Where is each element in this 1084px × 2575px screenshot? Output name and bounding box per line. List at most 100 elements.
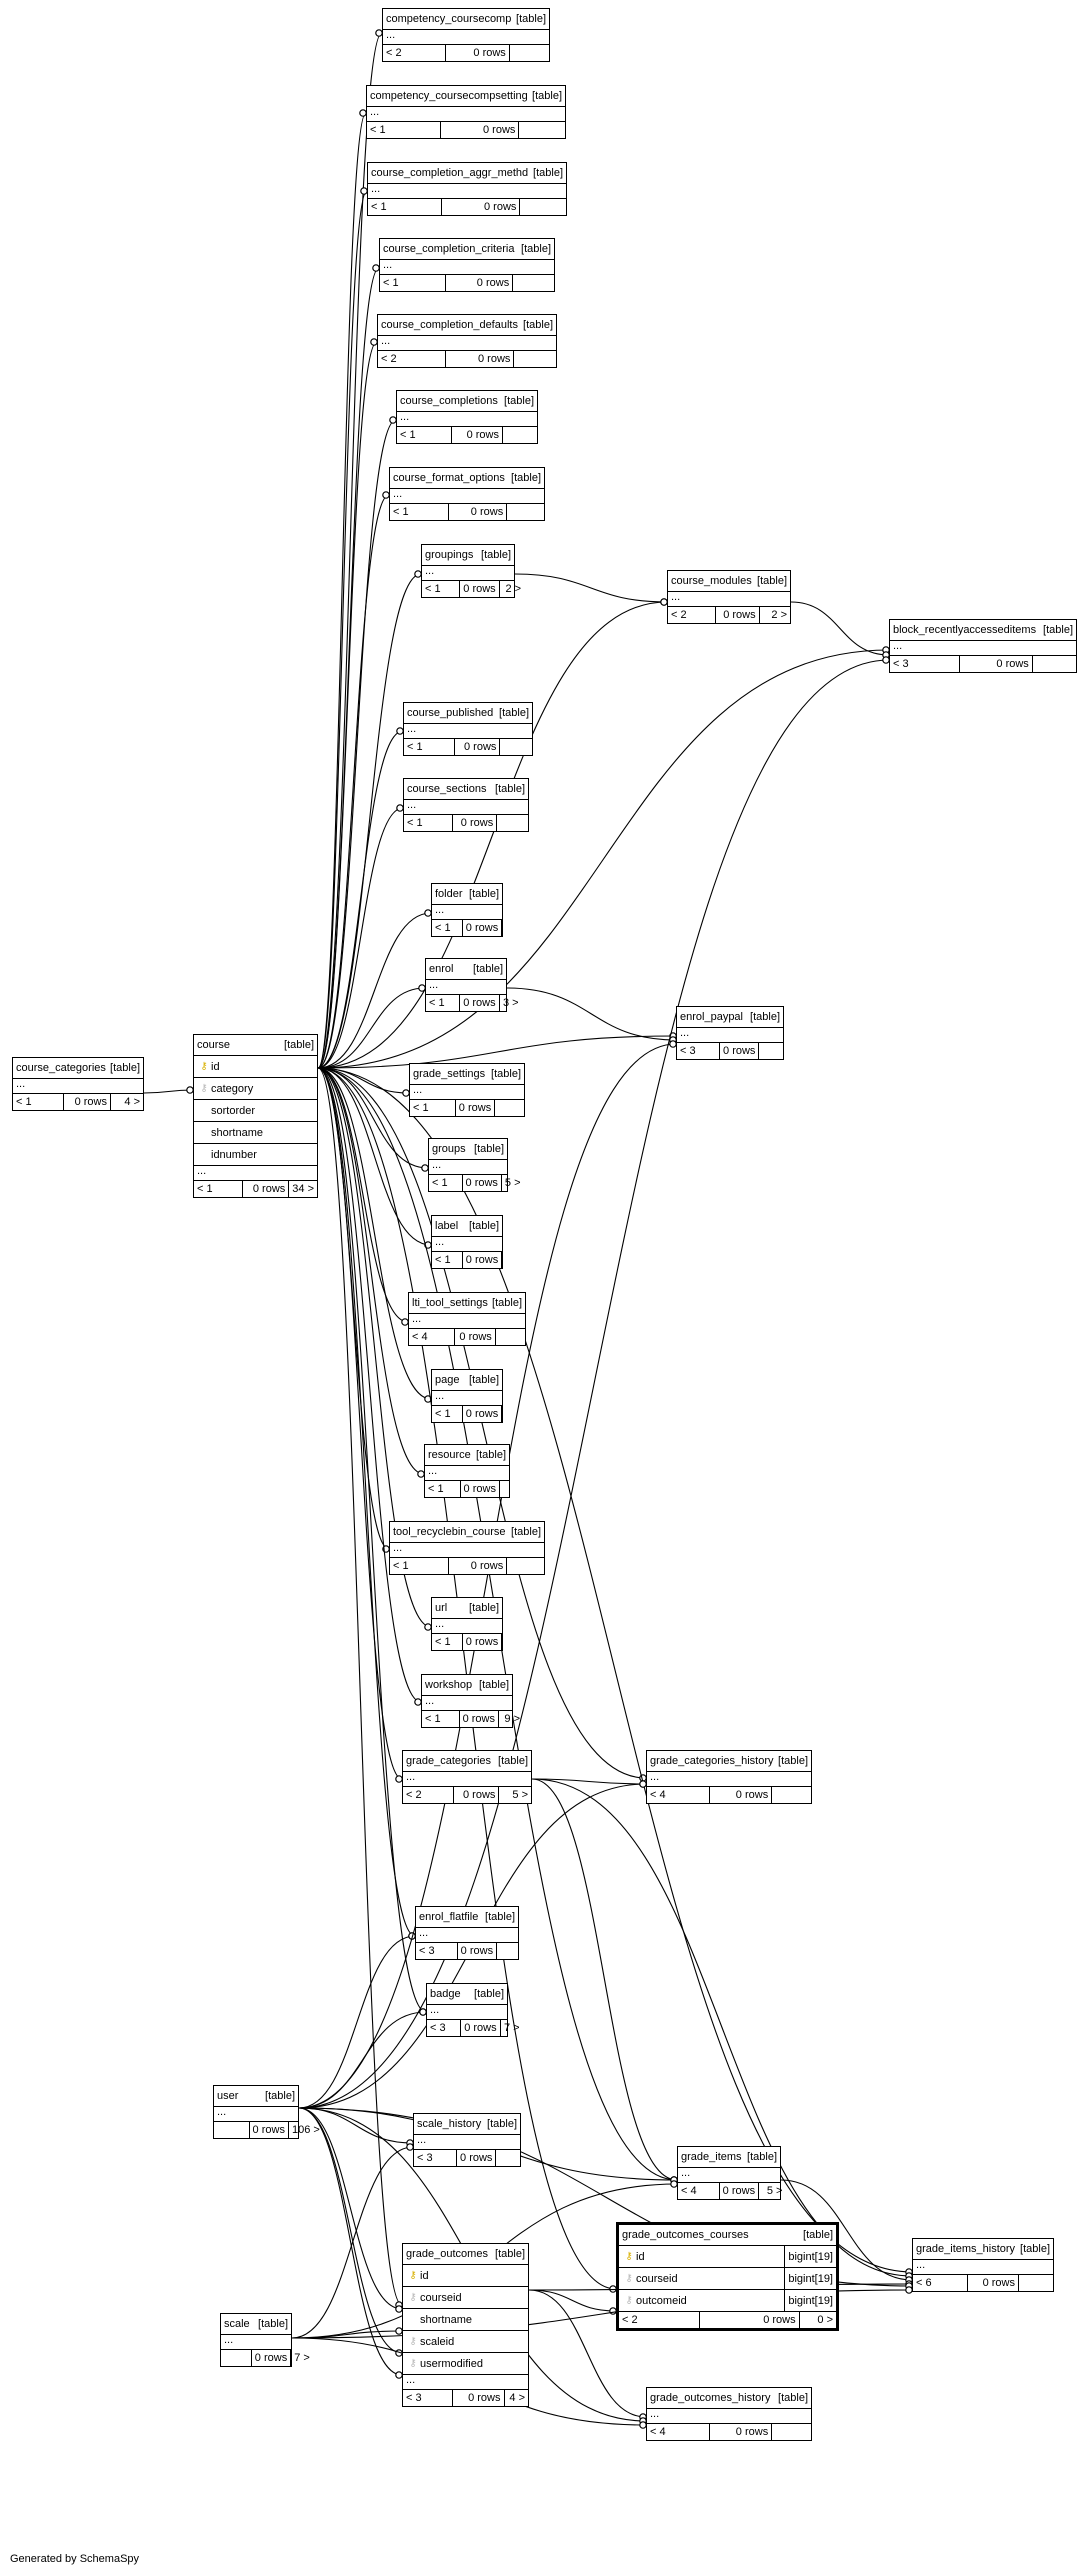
table-name[interactable]: competency_coursecompsetting [370, 90, 528, 102]
children-count[interactable]: 9 > [504, 1713, 520, 1725]
table-header[interactable]: page[table] [432, 1370, 502, 1391]
table-header[interactable]: folder[table] [432, 884, 502, 905]
children-count[interactable]: 7 > [294, 2352, 310, 2364]
parents-count[interactable]: < 1 [432, 1406, 463, 1422]
table-header[interactable]: course_published[table] [404, 703, 532, 724]
table-name[interactable]: scale_history [417, 2118, 482, 2130]
table-name[interactable]: grade_settings [413, 1068, 486, 1080]
table-header[interactable]: badge[table] [427, 1984, 507, 2005]
children-count[interactable]: 2 > [771, 609, 787, 621]
children-count[interactable] [772, 2424, 811, 2440]
children-count[interactable]: 2 > [505, 583, 522, 595]
table-name[interactable]: url [435, 1602, 448, 1614]
table-name[interactable]: enrol_flatfile [419, 1911, 479, 1923]
parents-count[interactable]: < 3 [427, 2020, 462, 2036]
parents-count[interactable]: < 4 [647, 1787, 710, 1803]
children-count[interactable] [759, 1043, 786, 1059]
table-header[interactable]: scale[table] [221, 2314, 291, 2335]
table-name[interactable]: competency_coursecomp [386, 13, 512, 25]
parents-count[interactable]: < 1 [410, 1100, 456, 1116]
table-header[interactable]: course[table] [194, 1035, 317, 1056]
table-name[interactable]: user [217, 2090, 239, 2102]
parents-count[interactable]: < 1 [426, 995, 461, 1011]
children-count[interactable] [507, 1558, 544, 1574]
children-count[interactable] [502, 1252, 522, 1268]
children-count[interactable]: 34 > [292, 1183, 314, 1195]
table-name[interactable]: resource [428, 1449, 471, 1461]
children-count[interactable]: 3 > [502, 997, 519, 1009]
table-name[interactable]: badge [430, 1988, 461, 2000]
table-header[interactable]: user[table] [214, 2086, 298, 2107]
table-name[interactable]: grade_outcomes_courses [622, 2229, 749, 2241]
table-name[interactable]: grade_categories [406, 1755, 492, 1767]
parents-count[interactable]: < 1 [432, 1252, 463, 1268]
parents-count[interactable] [221, 2350, 252, 2366]
children-count[interactable]: 5 > [504, 1177, 521, 1189]
parents-count[interactable]: < 3 [403, 2390, 453, 2406]
parents-count[interactable]: < 1 [13, 1094, 65, 1110]
parents-count[interactable]: < 1 [368, 199, 443, 215]
parents-count[interactable]: < 4 [409, 1329, 456, 1345]
table-competency-coursecompsetting[interactable]: competency_coursecompsetting[table]...< … [366, 85, 566, 139]
parents-count[interactable] [214, 2122, 250, 2138]
table-name[interactable]: scale [224, 2318, 250, 2330]
table-header[interactable]: course_completion_aggr_methd[table] [368, 163, 566, 184]
table-name[interactable]: course_completion_criteria [383, 243, 515, 255]
column-row[interactable]: idnumber [194, 1144, 317, 1166]
table-name[interactable]: course_sections [407, 783, 487, 795]
parents-count[interactable]: < 4 [647, 2424, 710, 2440]
table-name[interactable]: course_completion_aggr_methd [371, 167, 529, 179]
table-name[interactable]: block_recentlyaccesseditems [893, 624, 1037, 636]
table-header[interactable]: workshop[table] [422, 1675, 512, 1696]
table-name[interactable]: course [197, 1039, 231, 1051]
table-name[interactable]: folder [435, 888, 463, 900]
parents-count[interactable]: < 1 [425, 1481, 461, 1497]
children-count[interactable] [502, 1406, 522, 1422]
parents-count[interactable]: < 4 [678, 2183, 720, 2199]
children-count[interactable] [496, 2150, 523, 2166]
table-name[interactable]: groupings [425, 549, 474, 561]
parents-count[interactable]: < 3 [677, 1043, 721, 1059]
column-row[interactable]: ⚷usermodified [403, 2353, 528, 2375]
parents-count[interactable]: < 1 [422, 581, 461, 597]
parents-count[interactable]: < 1 [390, 504, 450, 520]
table-name[interactable]: course_completion_defaults [381, 319, 518, 331]
parents-count[interactable]: < 3 [416, 1943, 458, 1959]
children-count[interactable] [500, 1481, 523, 1497]
table-header[interactable]: competency_coursecompsetting[table] [367, 86, 565, 107]
table-header[interactable]: label[table] [432, 1216, 502, 1237]
column-row[interactable]: sortorder [194, 1100, 317, 1122]
table-header[interactable]: grade_settings[table] [410, 1064, 524, 1085]
table-header[interactable]: course_format_options[table] [390, 468, 544, 489]
column-row[interactable]: ⚷scaleid [403, 2331, 528, 2353]
children-count[interactable] [1019, 2275, 1053, 2291]
column-row[interactable]: ⚷courseid [403, 2287, 528, 2309]
children-count[interactable]: 106 > [291, 2124, 320, 2136]
parents-count[interactable]: < 3 [890, 656, 961, 672]
parents-count[interactable]: < 2 [619, 2312, 700, 2328]
table-name[interactable]: course_published [407, 707, 494, 719]
children-count[interactable]: 4 > [124, 1096, 140, 1108]
children-count[interactable] [507, 504, 544, 520]
